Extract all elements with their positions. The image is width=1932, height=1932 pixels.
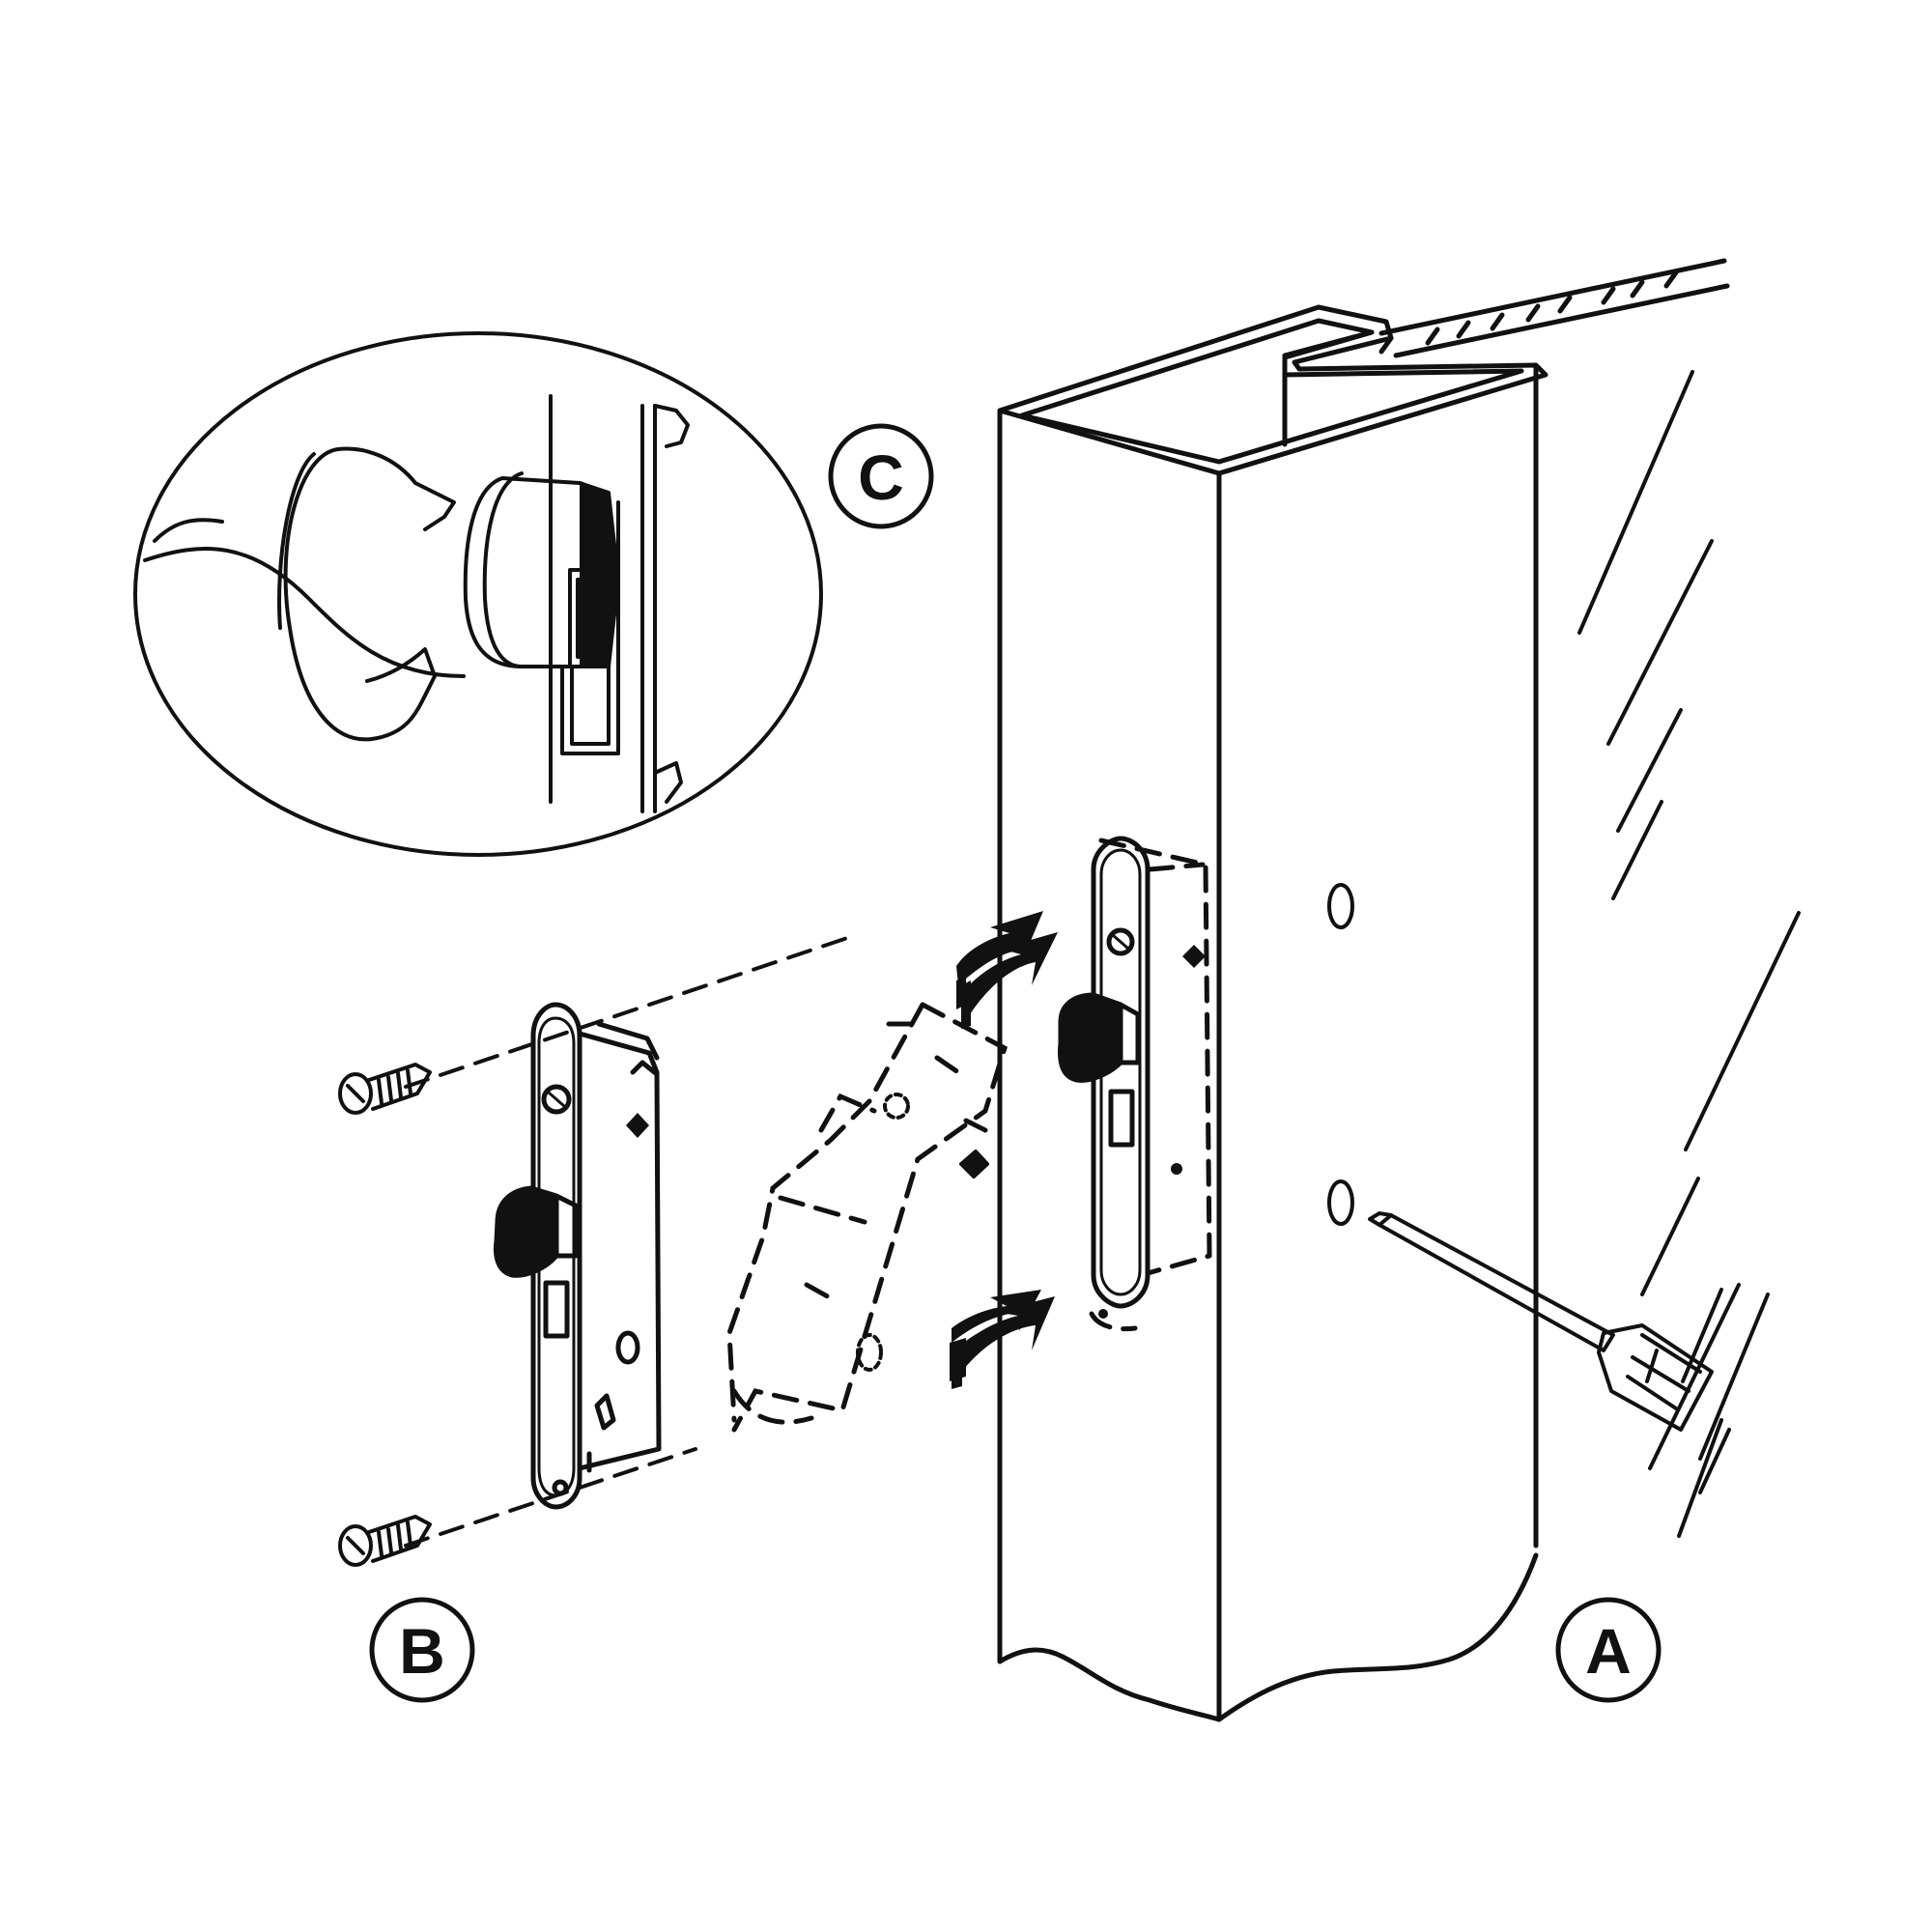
- callout-b-label: B: [399, 1615, 445, 1687]
- lower-screw-hole: [1327, 1179, 1354, 1226]
- detached-latch: [493, 1002, 662, 1510]
- installed-latch-details: [1098, 945, 1206, 1319]
- phantom-latch-details: [856, 1093, 989, 1372]
- installed-latch: [1058, 836, 1212, 1332]
- callout-a-label: A: [1585, 1615, 1632, 1687]
- door-frame: [997, 258, 1730, 1722]
- upper-screw-hole: [1327, 883, 1354, 929]
- upper-arrow-icon: [956, 911, 1043, 985]
- callout-c-label: C: [858, 441, 904, 513]
- detached-latch-details: [626, 1113, 649, 1138]
- callout-a: A: [1555, 1597, 1662, 1703]
- lower-arrow-icon: [952, 1290, 1041, 1343]
- phantom-latch: [726, 1002, 1008, 1433]
- screwdriver-icon: [1368, 1211, 1714, 1432]
- alignment-lines: [404, 935, 852, 1548]
- bottom-screw-icon: [338, 1515, 432, 1567]
- detail-inset: [133, 331, 823, 857]
- inset-ellipse: [133, 331, 823, 857]
- top-screw-icon: [338, 1063, 432, 1115]
- arrow-shapes: [952, 932, 1058, 1389]
- callout-c: C: [828, 423, 934, 529]
- glass-panel: [1577, 370, 1801, 1538]
- frame-screw-holes: [1327, 883, 1354, 1226]
- callout-b: B: [369, 1597, 475, 1703]
